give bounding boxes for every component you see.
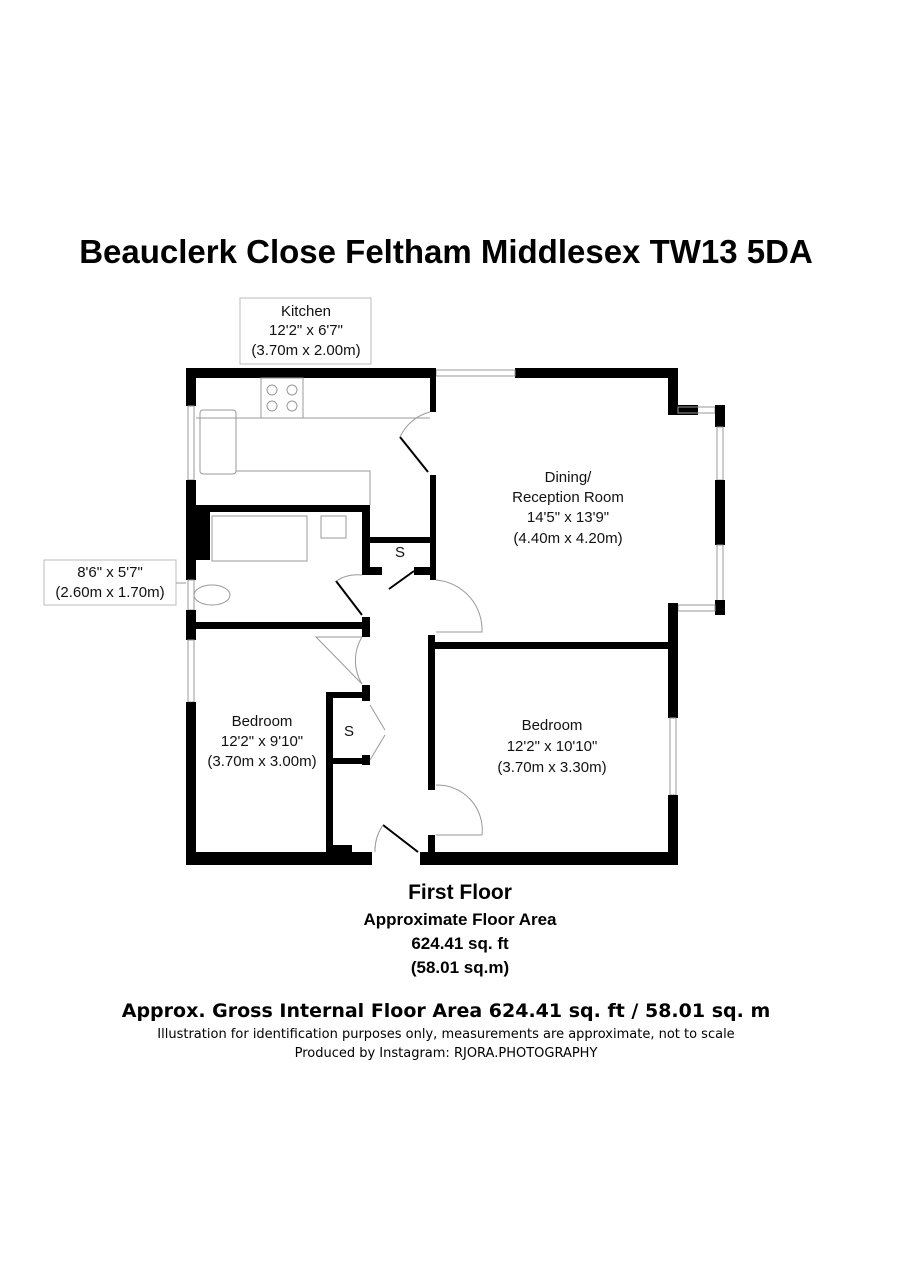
- walls: [186, 368, 725, 865]
- bathroom-label-box: [43, 559, 177, 606]
- kitchen-name: Kitchen: [281, 303, 331, 320]
- storage-label-lower: S: [344, 723, 354, 740]
- bathroom-metric: (2.60m x 1.70m): [55, 584, 164, 601]
- hob-icon: [260, 377, 304, 419]
- bedroom1-metric: (3.70m x 3.00m): [207, 753, 316, 770]
- floor-area-sqm: (58.01 sq.m): [411, 958, 509, 977]
- kitchen-imperial: 12'2" x 6'7": [269, 322, 343, 339]
- bedroom2-metric: (3.70m x 3.30m): [497, 759, 606, 776]
- kitchen-label-box: [239, 297, 372, 365]
- property-address-title: Beauclerk Close Feltham Middlesex TW13 5…: [79, 233, 813, 270]
- dining-metric: (4.40m x 4.20m): [513, 530, 622, 547]
- sink-icon: [199, 409, 237, 475]
- dining-name-line2: Reception Room: [512, 489, 624, 506]
- floor-area-label: Approximate Floor Area: [363, 910, 557, 929]
- bedroom2-imperial: 12'2" x 10'10": [507, 738, 598, 755]
- credit: Produced by Instagram: RJORA.PHOTOGRAPHY: [295, 1046, 598, 1061]
- storage-label-upper: S: [395, 544, 405, 561]
- kitchen-metric: (3.70m x 2.00m): [251, 342, 360, 359]
- fixtures: [193, 377, 483, 853]
- bedroom1-imperial: 12'2" x 9'10": [221, 733, 303, 750]
- disclaimer: Illustration for identification purposes…: [157, 1027, 734, 1042]
- bathroom-imperial: 8'6" x 5'7": [77, 564, 143, 581]
- floor-name: First Floor: [408, 881, 512, 904]
- dining-imperial: 14'5" x 13'9": [527, 509, 609, 526]
- toilet-icon: [193, 584, 231, 606]
- bedroom1-name: Bedroom: [232, 713, 293, 730]
- bedroom2-name: Bedroom: [522, 717, 583, 734]
- gross-area: Approx. Gross Internal Floor Area 624.41…: [122, 1000, 771, 1022]
- floor-area-sqft: 624.41 sq. ft: [411, 934, 509, 953]
- bath-icon: [211, 515, 308, 562]
- basin-icon: [320, 515, 347, 539]
- dining-name-line1: Dining/: [545, 469, 593, 486]
